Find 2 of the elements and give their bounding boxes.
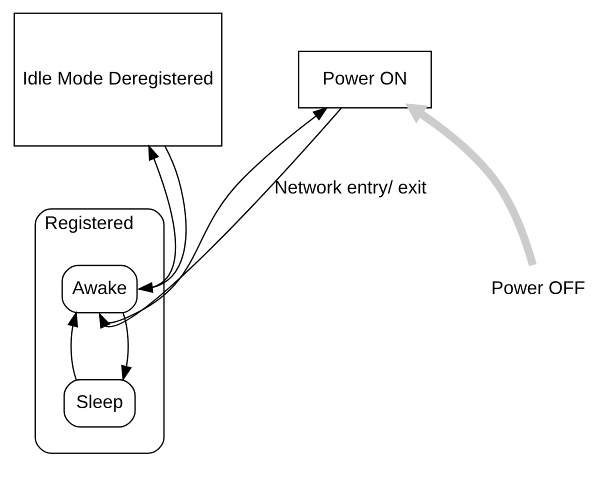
edge-label: Network entry/ exit	[274, 176, 426, 198]
node-text: Power OFF	[490, 276, 585, 298]
